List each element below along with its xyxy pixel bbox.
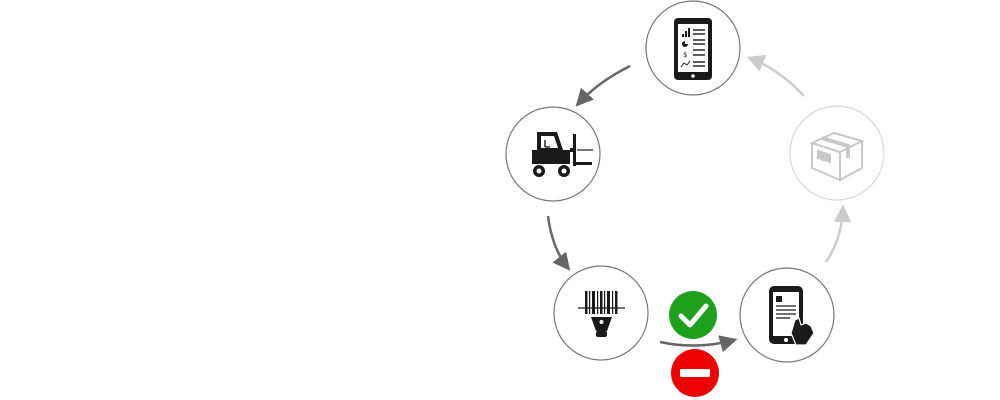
barcode-scanner-icon — [578, 291, 625, 337]
edge-forklift-to-scanner — [546, 215, 571, 271]
forklift-icon — [532, 132, 593, 177]
node-barcode-scanner — [553, 265, 649, 361]
node-package-box — [789, 105, 885, 201]
tablet-dashboard-icon: $ — [674, 18, 712, 80]
phone-touch-icon — [769, 286, 815, 346]
node-tablet-dashboard: $ — [645, 0, 741, 96]
check-icon — [678, 303, 709, 328]
minus-icon — [680, 369, 710, 377]
svg-text:$: $ — [683, 51, 687, 59]
edge-tablet-to-forklift — [575, 64, 631, 107]
approve-badge — [669, 291, 717, 339]
edge-phone-to-box — [824, 204, 852, 263]
edge-box-to-tablet — [746, 55, 805, 97]
node-forklift — [505, 106, 601, 202]
node-phone-touch — [739, 267, 835, 363]
edge-scanner-to-phone — [659, 335, 738, 353]
package-box-icon — [809, 131, 865, 182]
reject-badge — [671, 349, 719, 397]
